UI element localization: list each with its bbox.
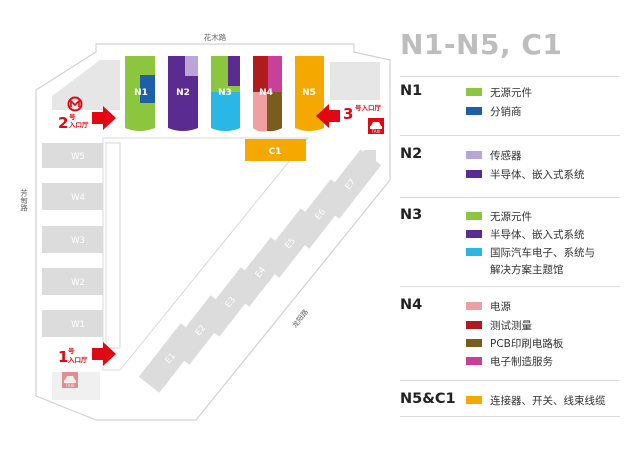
- entrance-2[interactable]: 2 号 入口厅: [58, 106, 116, 132]
- road-north-label: 花木路: [204, 32, 227, 42]
- entrance-1-number: 1: [58, 348, 68, 366]
- legend-item: 国际汽车电子、系统与: [466, 244, 595, 260]
- legend-swatch-n5-connector: [466, 396, 482, 404]
- entrance-3-line1: 号入口厅: [355, 103, 382, 112]
- west-connector: [105, 142, 121, 349]
- hall-n5-label: N5: [302, 88, 316, 98]
- legend-section-n1: N1: [400, 83, 423, 99]
- site-outline: [35, 43, 391, 421]
- entrance-3-number: 3: [343, 105, 353, 123]
- south-west-plaza: [52, 372, 100, 400]
- legend-section-n5c1: N5&C1: [400, 391, 456, 407]
- legend-divider: [400, 286, 620, 287]
- entrance-2-number: 2: [58, 114, 68, 132]
- legend-swatch-n2-sensor: [466, 151, 482, 159]
- legend-item: 连接器、开关、线束线缆: [466, 392, 606, 408]
- legend-section-n2: N2: [400, 146, 423, 162]
- hall-n4-label: N4: [259, 88, 273, 98]
- hall-n4[interactable]: N4: [253, 56, 282, 132]
- metro-icon: [67, 96, 83, 112]
- legend-item: 无源元件: [466, 84, 532, 100]
- road-southeast-label: 龙阳路: [290, 307, 310, 329]
- hall-e7[interactable]: E7: [318, 149, 382, 219]
- entrance-2-arrow-icon: [92, 106, 116, 130]
- entrance-2-line2: 入口厅: [68, 121, 89, 129]
- legend-swatch-n1-passive: [466, 88, 482, 96]
- hall-c1[interactable]: C1: [245, 139, 306, 161]
- legend-divider: [400, 197, 620, 198]
- legend-divider: [400, 380, 620, 381]
- legend-item: 电子制造服务: [466, 353, 553, 369]
- hall-w3[interactable]: W3: [42, 226, 103, 253]
- entrance-1-line2: 入口厅: [67, 356, 88, 364]
- legend-title: N1-N5, C1: [400, 28, 563, 61]
- entrance-3[interactable]: 3 号入口厅: [316, 103, 382, 128]
- legend-swatch-n4-power: [466, 302, 482, 310]
- hall-w3-label: W3: [71, 236, 85, 246]
- legend-item: 无源元件: [466, 208, 532, 224]
- legend-item: PCB印刷电路板: [466, 335, 563, 351]
- road-west-label: 芳甸路: [19, 187, 28, 211]
- legend-swatch-n3-passive: [466, 212, 482, 220]
- hall-w1-label: W1: [71, 320, 85, 330]
- legend-section-n4: N4: [400, 297, 423, 313]
- west-walkway: [52, 60, 120, 110]
- entrance-1-line1: 号: [68, 346, 75, 355]
- legend-divider: [400, 416, 620, 417]
- hall-w1[interactable]: W1: [42, 310, 103, 337]
- legend-swatch-n3-automotive: [466, 248, 482, 256]
- entrance-1[interactable]: 1 号 入口厅: [58, 342, 116, 366]
- hall-w2[interactable]: W2: [42, 268, 103, 295]
- legend-item: 分销商: [466, 103, 522, 119]
- east-annex: [364, 150, 376, 162]
- legend-item: 半导体、嵌入式系统: [466, 166, 585, 182]
- entrance-2-line1: 号: [69, 112, 76, 121]
- hall-n2-label: N2: [176, 88, 190, 98]
- taxi-label-3: TAXI: [371, 129, 381, 134]
- legend-divider: [400, 135, 620, 136]
- hall-w4[interactable]: W4: [42, 183, 103, 210]
- hall-n3[interactable]: N3: [211, 56, 240, 131]
- legend-section-n3: N3: [400, 207, 423, 223]
- hall-w5-label: W5: [71, 152, 85, 162]
- legend-item: 传感器: [466, 147, 522, 163]
- north-east-plaza: [330, 62, 380, 100]
- legend-swatch-n4-ems: [466, 357, 482, 365]
- hall-n3-label: N3: [218, 88, 232, 98]
- legend-swatch-n4-test: [466, 321, 482, 329]
- hall-c1-label: C1: [269, 147, 282, 157]
- hall-w4-label: W4: [71, 193, 85, 203]
- hall-n5[interactable]: N5: [295, 56, 324, 131]
- legend-swatch-n3-semiconductor: [466, 230, 482, 238]
- legend-swatch-n4-pcb: [466, 339, 482, 347]
- legend-swatch-n2-semiconductor: [466, 170, 482, 178]
- entrance-3-arrow-icon: [316, 104, 340, 128]
- hall-w2-label: W2: [71, 278, 85, 288]
- entrance-1-arrow-icon: [92, 342, 116, 366]
- legend-item: 半导体、嵌入式系统: [466, 226, 585, 242]
- hall-w5[interactable]: W5: [42, 143, 103, 168]
- legend-item-continuation: 解决方案主题馆: [490, 264, 564, 276]
- hall-n2[interactable]: N2: [168, 56, 198, 131]
- legend-divider: [400, 76, 620, 77]
- hall-n1[interactable]: N1: [125, 56, 155, 131]
- hall-n1-label: N1: [134, 88, 148, 98]
- taxi-icon-3: TAXI: [368, 118, 384, 134]
- legend-item: 电源: [466, 298, 511, 314]
- legend-swatch-n1-distributor: [466, 107, 482, 115]
- legend-item: 测试测量: [466, 317, 532, 333]
